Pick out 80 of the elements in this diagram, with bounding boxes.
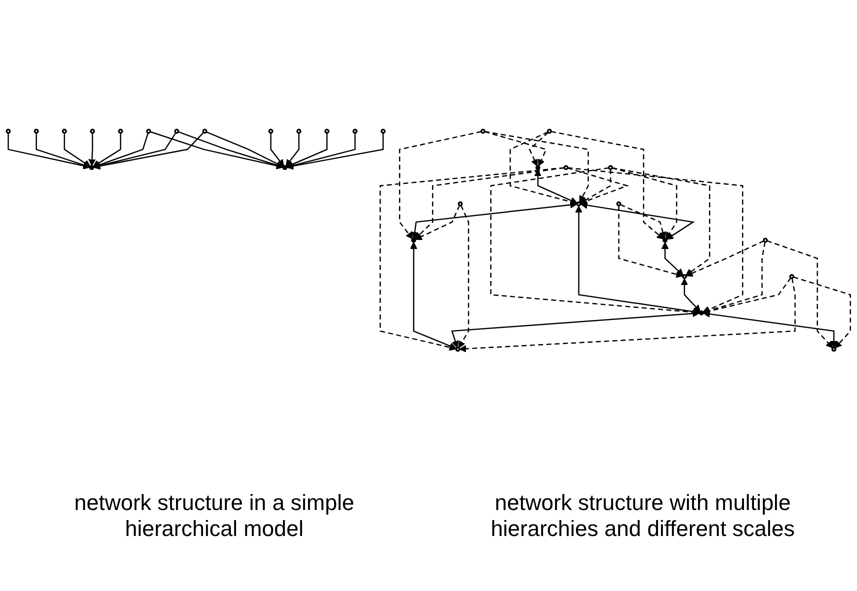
arrow (661, 242, 684, 276)
arrow (686, 240, 764, 276)
node-circle (546, 128, 552, 134)
arrow (580, 169, 612, 204)
arrow (534, 169, 578, 204)
node-circle (458, 201, 463, 206)
arrow (766, 240, 834, 348)
arrow (528, 132, 549, 166)
arrow (459, 278, 796, 352)
node-circle (174, 128, 180, 134)
node-circle (6, 128, 11, 134)
arrow (270, 132, 284, 166)
arrow (150, 130, 284, 170)
arrow (703, 310, 838, 348)
node-circle (268, 128, 274, 134)
arrow (793, 276, 851, 348)
caption-text: network structure in a simple hierarchical model (73, 490, 356, 542)
node-circle (480, 128, 486, 134)
arrow (92, 132, 204, 170)
arrow (92, 132, 176, 169)
arrow (88, 132, 96, 166)
arrow (618, 205, 684, 278)
arrow (398, 130, 482, 240)
arrow (550, 130, 664, 240)
node-circle (89, 164, 94, 170)
node-circle (146, 128, 152, 134)
node-circle (762, 238, 768, 242)
node-circle (789, 274, 794, 279)
arrow (612, 167, 678, 239)
arrow (490, 166, 700, 316)
node-circle (576, 201, 582, 206)
node-circle (352, 128, 358, 134)
node-circle (698, 310, 704, 316)
node-circle (535, 164, 540, 170)
arrow (8, 132, 90, 170)
node-circle (616, 201, 622, 206)
arrow (484, 130, 547, 166)
caption-text: network structure with multiple hierarchies and different scales (490, 490, 796, 542)
node-circle (455, 346, 460, 352)
arrow (411, 201, 578, 239)
node-circle (831, 346, 836, 352)
node-circle (380, 128, 386, 134)
arrow (451, 310, 700, 348)
arrow (575, 205, 700, 316)
arrow (568, 166, 744, 313)
node-circle (662, 238, 668, 242)
arrow (458, 204, 470, 348)
node-circle (202, 128, 208, 134)
node-circle (34, 128, 39, 134)
arrow (92, 132, 149, 168)
arrow (286, 132, 384, 170)
arrow (92, 132, 122, 167)
arrow (484, 130, 589, 203)
arrow (410, 242, 457, 350)
arrow (680, 278, 701, 312)
node-circle (324, 128, 330, 134)
arrow (36, 132, 90, 168)
arrow (567, 167, 629, 204)
arrow (64, 132, 91, 167)
node-circle (563, 164, 568, 170)
arrow (286, 132, 328, 168)
node-circle (296, 128, 302, 134)
arrow (612, 167, 710, 276)
arrow (414, 204, 460, 240)
arrow (206, 131, 284, 167)
arrow (286, 132, 300, 166)
arrow (380, 166, 564, 351)
arrow (510, 131, 578, 206)
node-circle (118, 128, 124, 134)
node-circle (282, 164, 288, 170)
arrow (414, 166, 564, 240)
arrow (178, 131, 284, 168)
node-circle (90, 128, 95, 134)
node-circle (62, 128, 67, 134)
node-circle (608, 164, 614, 170)
arrow (620, 204, 666, 239)
node-circle (682, 274, 687, 279)
arrow (580, 201, 695, 240)
arrow (286, 132, 356, 169)
node-circle (411, 238, 416, 242)
